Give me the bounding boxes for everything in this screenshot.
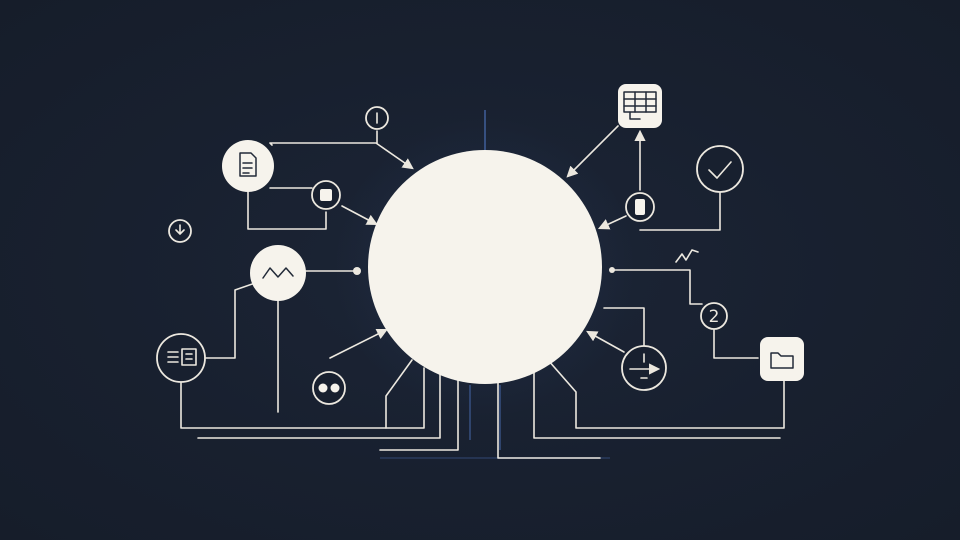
document-icon (239, 152, 257, 177)
download-node[interactable] (168, 219, 192, 243)
phone-icon (635, 199, 645, 215)
dual-dots-icon (318, 383, 340, 393)
number-label: 2 (709, 307, 720, 327)
connectors (180, 125, 785, 459)
folder-node[interactable] (760, 337, 804, 381)
hub-circle[interactable] (368, 150, 602, 384)
number-node[interactable]: 2 (700, 302, 728, 330)
check-icon (708, 161, 732, 179)
table-icon (623, 91, 657, 120)
table-node[interactable] (618, 84, 662, 128)
transfer-node[interactable] (621, 345, 667, 391)
junction-dots (353, 267, 615, 275)
panel-node[interactable] (156, 333, 206, 383)
stop-node[interactable] (311, 180, 341, 210)
document-node[interactable] (222, 140, 274, 192)
transfer-icon (629, 353, 661, 379)
dual-dots-node[interactable] (312, 371, 346, 405)
layout-panel-icon (167, 348, 197, 366)
waveform-icon (262, 267, 294, 279)
folder-icon (770, 352, 794, 369)
info-node[interactable] (365, 106, 389, 130)
phone-node[interactable] (625, 192, 655, 222)
download-icon (175, 224, 185, 235)
stop-icon (320, 189, 332, 201)
check-node[interactable] (696, 145, 744, 193)
trend-icon (675, 249, 699, 263)
signal-node[interactable] (250, 245, 306, 301)
